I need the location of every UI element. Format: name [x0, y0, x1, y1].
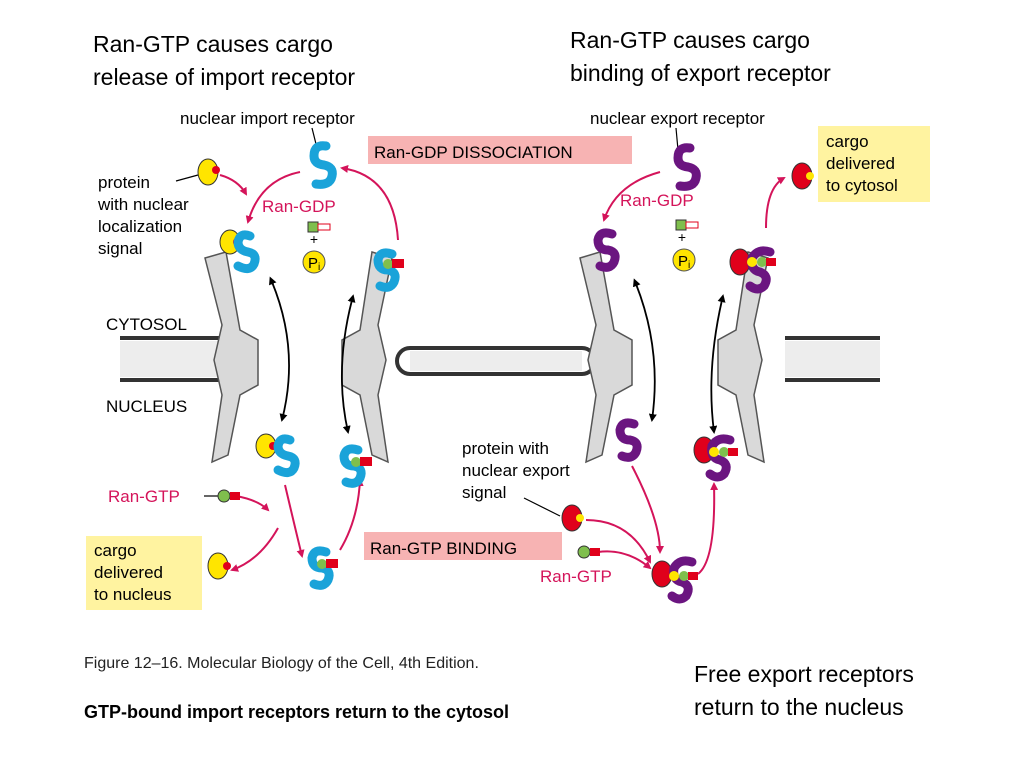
pi-right: P: [678, 253, 688, 270]
ran-gdp-label-left: Ran-GDP: [262, 197, 336, 216]
cargo-nucleus-line-1: cargo: [94, 541, 137, 560]
ran-gdp-dissociation-label: Ran-GDP DISSOCIATION: [374, 143, 573, 162]
import-complex-cytosol-icon: [219, 229, 260, 274]
pi-right-sub: i: [688, 260, 690, 271]
cargo-cytosol-line-2: delivered: [826, 154, 895, 173]
export-complex-nucleus-icon: [693, 434, 738, 482]
figure-caption: Figure 12–16. Molecular Biology of the C…: [84, 655, 479, 672]
pi-left-sub: i: [318, 262, 320, 273]
cargo-cytosol-box: [818, 126, 930, 202]
protein-nls-line-4: signal: [98, 239, 142, 258]
import-title-line-1: Ran-GTP causes cargo: [93, 31, 333, 57]
export-title: Ran-GTP causes cargo binding of export r…: [570, 24, 831, 90]
import-ran-gtp-cytosol-icon: [373, 248, 404, 292]
export-complex-cytosol-icon: [729, 246, 776, 294]
cargo-cytosol-line-3: to cytosol: [826, 176, 898, 195]
ran-gtp-right-icon: [577, 545, 600, 559]
export-receptor-free-icon: [673, 143, 701, 191]
ran-gtp-binding-label: Ran-GTP BINDING: [370, 539, 517, 558]
cargo-cytosol-line-1: cargo: [826, 132, 869, 151]
export-title-line-2: binding of export receptor: [570, 60, 831, 86]
import-ran-gtp-bottom-icon: [307, 546, 338, 590]
nuclear-pore-right: [579, 251, 769, 464]
pi-left: P: [308, 255, 318, 272]
ran-gtp-label-left: Ran-GTP: [108, 487, 180, 506]
molecules: [197, 141, 814, 604]
nuclear-import-receptor-label: nuclear import receptor: [180, 109, 355, 128]
phosphate-left: + P i: [302, 231, 326, 274]
return-title-line-1: Free export receptors: [694, 661, 914, 687]
nls-cargo-icon: [197, 158, 220, 186]
protein-nes-line-1: protein with: [462, 439, 549, 458]
cargo-cytosol-icon: [791, 162, 814, 190]
import-ran-gtp-nucleus-icon: [339, 444, 372, 488]
ran-gdp-left-icon: [307, 221, 331, 233]
plus-right: +: [678, 229, 686, 245]
export-receptor-nucleus-icon: [615, 418, 642, 462]
export-title-line-1: Ran-GTP causes cargo: [570, 27, 810, 53]
phosphate-right: + P i: [672, 229, 696, 272]
cargo-nucleus-icon: [207, 552, 231, 580]
protein-nls-line-3: localization: [98, 217, 182, 236]
import-title: Ran-GTP causes cargo release of import r…: [93, 28, 355, 94]
return-title-line-2: return to the nucleus: [694, 694, 904, 720]
export-receptor-cytosol-icon: [593, 228, 620, 272]
plus-left: +: [310, 231, 318, 247]
nuclear-export-receptor-label: nuclear export receptor: [590, 109, 765, 128]
protein-nes-line-3: signal: [462, 483, 506, 502]
nuclear-pore-left: [204, 251, 393, 464]
ran-gtp-left-icon: [217, 489, 240, 503]
import-receptor-free-icon: [309, 141, 337, 189]
cargo-nucleus-line-2: delivered: [94, 563, 163, 582]
ran-gtp-label-right: Ran-GTP: [540, 567, 612, 586]
slide-caption: GTP-bound import receptors return to the…: [84, 702, 510, 722]
protein-nls-line-2: with nuclear: [97, 195, 189, 214]
ran-gdp-dissociation-box: [368, 136, 632, 164]
protein-nls-line-1: protein: [98, 173, 150, 192]
ran-gdp-label-right: Ran-GDP: [620, 191, 694, 210]
cargo-nucleus-box: [86, 536, 202, 610]
cargo-nucleus-line-3: to nucleus: [94, 585, 172, 604]
nucleus-label: NUCLEUS: [106, 397, 187, 416]
import-complex-nucleus-icon: [255, 433, 300, 478]
import-title-line-2: release of import receptor: [93, 64, 356, 90]
return-title: Free export receptors return to the nucl…: [694, 658, 914, 724]
ran-gdp-right-icon: [675, 219, 699, 231]
pathway-arrows: [219, 164, 786, 575]
envelope-lumen: [120, 341, 880, 377]
export-complex-bottom-icon: [651, 556, 698, 604]
nuclear-envelope: [120, 336, 880, 382]
ran-gtp-binding-box: [364, 532, 562, 560]
cytosol-label: CYTOSOL: [106, 315, 187, 334]
nes-cargo-icon: [561, 504, 584, 532]
protein-nes-line-2: nuclear export: [462, 461, 570, 480]
translocation-arrows: [269, 276, 726, 434]
